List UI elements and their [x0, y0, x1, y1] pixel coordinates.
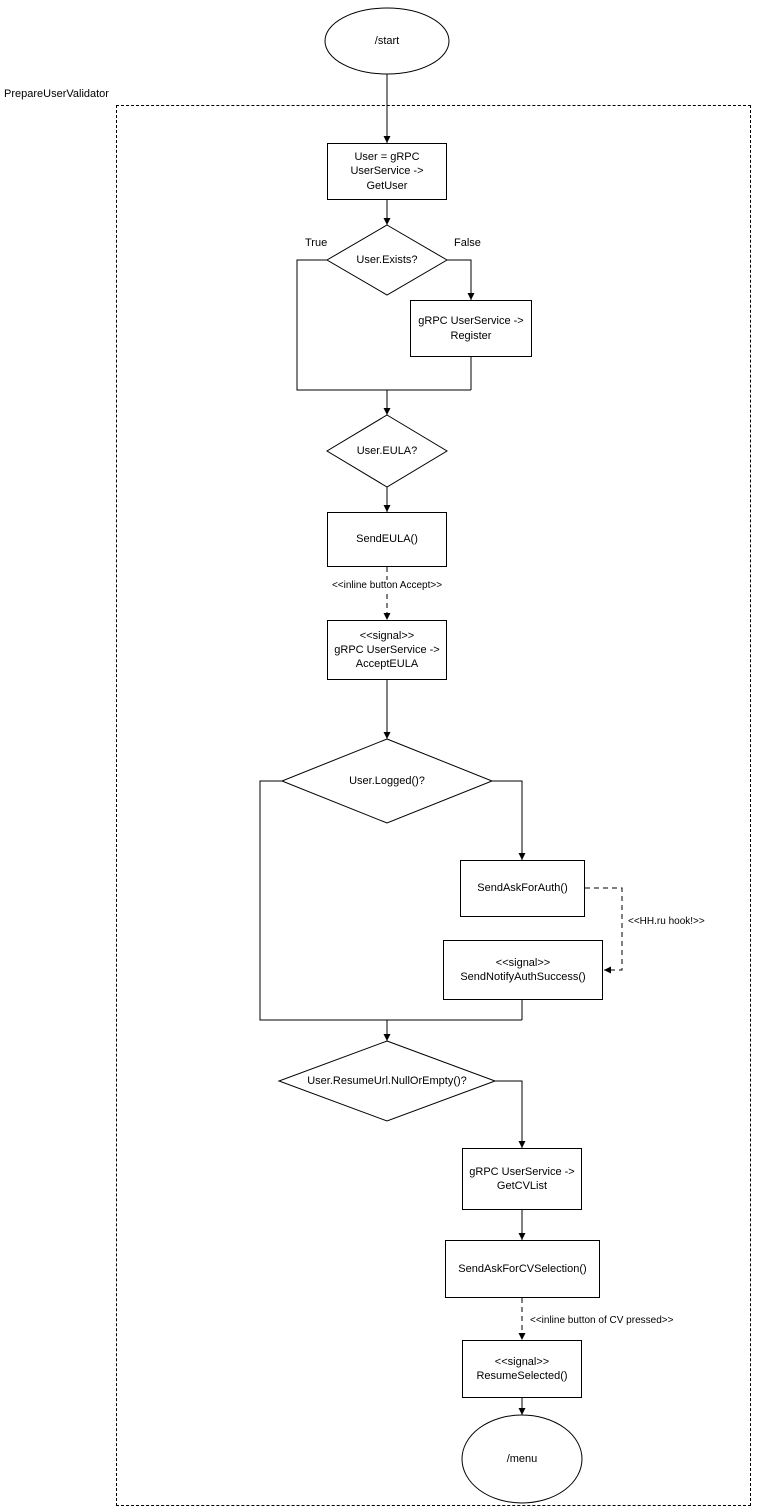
resume-url-null-decision: User.ResumeUrl.NullOrEmpty()? [307, 1074, 467, 1087]
get-cv-list-process: gRPC UserService -> GetCVList [462, 1148, 582, 1210]
edge-label-true: True [303, 237, 330, 249]
start-terminator: /start [374, 34, 400, 47]
send-ask-for-auth-process: SendAskForAuth() [460, 860, 585, 917]
get-user-process: User = gRPC UserService -> GetUser [327, 143, 447, 200]
menu-terminator: /menu [506, 1452, 538, 1465]
accept-eula-signal-process: <<signal>> gRPC UserService -> AcceptEUL… [327, 620, 447, 680]
user-logged-decision: User.Logged()? [349, 774, 425, 787]
edge-label-hhru-hook: <<HH.ru hook!>> [626, 916, 707, 927]
group-label: PrepareUserValidator [4, 88, 109, 100]
user-exists-decision: User.Exists? [356, 253, 418, 266]
resume-selected-signal-process: <<signal>> ResumeSelected() [462, 1340, 582, 1398]
edge-label-inline-button-cv-pressed: <<inline button of CV pressed>> [528, 1315, 676, 1326]
edge-label-inline-button-accept: <<inline button Accept>> [329, 580, 445, 591]
send-ask-for-cv-selection-process: SendAskForCVSelection() [445, 1240, 600, 1298]
send-notify-auth-success-process: <<signal>> SendNotifyAuthSuccess() [443, 940, 603, 1000]
user-eula-decision: User.EULA? [356, 444, 418, 457]
send-eula-process: SendEULA() [327, 512, 447, 567]
edge-label-false: False [452, 237, 483, 249]
register-process: gRPC UserService -> Register [410, 300, 532, 357]
prepare-user-validator-group [116, 105, 751, 1506]
